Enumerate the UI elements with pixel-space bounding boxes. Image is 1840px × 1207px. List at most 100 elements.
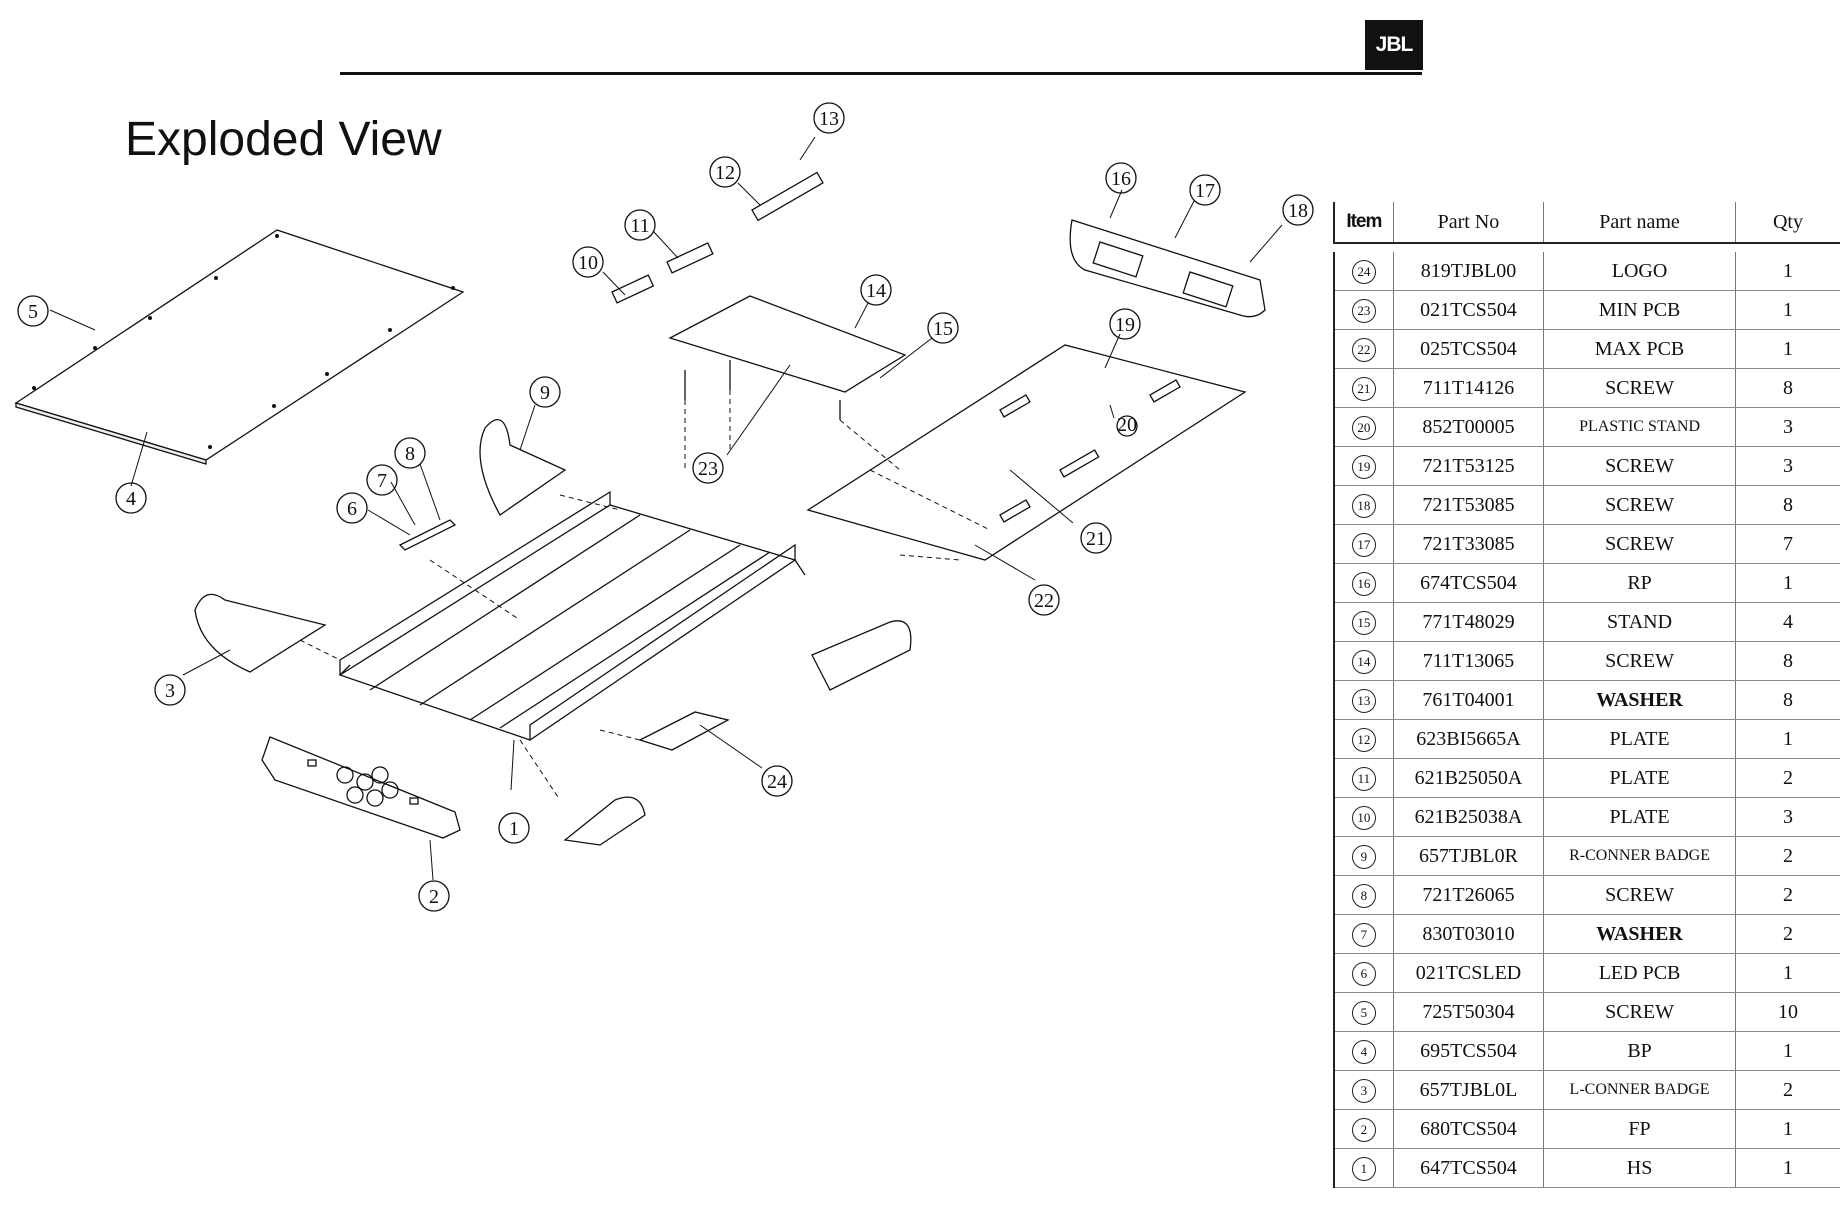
item-number: 9 (1351, 844, 1376, 869)
svg-text:23: 23 (698, 458, 718, 480)
item-number: 22 (1351, 337, 1376, 362)
part-no: 711T14126 (1392, 368, 1544, 408)
qty: 1 (1734, 953, 1840, 993)
callout-17: 17 (1189, 174, 1221, 206)
svg-text:9: 9 (540, 382, 550, 404)
item-number: 7 (1351, 922, 1376, 947)
part-name: MIN PCB (1543, 290, 1736, 330)
part-no: 621B25038A (1392, 797, 1544, 837)
callout-6: 6 (336, 492, 368, 524)
callout-leaders (49, 136, 1283, 881)
logo-plate-part (638, 711, 730, 751)
qty: 1 (1734, 1148, 1840, 1188)
qty: 8 (1734, 680, 1840, 720)
qty: 3 (1734, 797, 1840, 837)
qty: 8 (1734, 641, 1840, 681)
item-number: 12 (1351, 727, 1376, 752)
part-no: 830T03010 (1392, 914, 1544, 954)
svg-text:3: 3 (165, 680, 175, 702)
header-item: Item (1332, 202, 1394, 244)
callout-14: 14 (860, 274, 892, 306)
part-name: L-CONNER BADGE (1543, 1070, 1736, 1110)
item-number: 18 (1351, 493, 1376, 518)
part-no: 621B25050A (1392, 758, 1544, 798)
svg-text:1: 1 (509, 818, 519, 840)
assembly-guide-lines (299, 390, 991, 801)
table-header-row: Item Part No Part name Qty (1332, 202, 1840, 244)
svg-text:14: 14 (866, 280, 886, 302)
rear-panel-part (1069, 219, 1266, 318)
callout-9: 9 (529, 376, 561, 408)
part-no: 711T13065 (1392, 641, 1544, 681)
header-part-name: Part name (1543, 202, 1736, 244)
item-number: 24 (1351, 259, 1376, 284)
qty: 1 (1734, 563, 1840, 603)
item-number: 5 (1351, 1000, 1376, 1025)
qty: 1 (1734, 719, 1840, 759)
callout-3: 3 (154, 674, 186, 706)
part-no: 657TJBL0L (1392, 1070, 1544, 1110)
qty: 3 (1734, 446, 1840, 486)
part-no: 721T26065 (1392, 875, 1544, 915)
part-name: RP (1543, 563, 1736, 603)
part-name: SCREW (1543, 524, 1736, 564)
qty: 7 (1734, 524, 1840, 564)
part-name: WASHER (1543, 680, 1736, 720)
left-corner-badge-part (194, 418, 912, 846)
svg-text:18: 18 (1288, 200, 1308, 222)
part-no: 021TCSLED (1392, 953, 1544, 993)
part-name: PLATE (1543, 719, 1736, 759)
item-number: 14 (1351, 649, 1376, 674)
svg-text:10: 10 (578, 252, 598, 274)
svg-text:11: 11 (630, 215, 649, 237)
qty: 1 (1734, 1109, 1840, 1149)
heat-sink-part (338, 490, 806, 741)
part-no: 021TCS504 (1392, 290, 1544, 330)
front-plate-part (261, 736, 461, 839)
item-number: 8 (1351, 883, 1376, 908)
svg-text:24: 24 (767, 771, 787, 793)
svg-text:12: 12 (715, 162, 735, 184)
callout-18: 18 (1282, 194, 1314, 226)
part-no: 771T48029 (1392, 602, 1544, 642)
back-plate-part (14, 229, 465, 465)
callout-7: 7 (366, 464, 398, 496)
callout-22: 22 (1028, 584, 1060, 616)
part-name: R-CONNER BADGE (1543, 836, 1736, 876)
item-number: 13 (1351, 688, 1376, 713)
item-number: 10 (1351, 805, 1376, 830)
item-number: 16 (1351, 571, 1376, 596)
part-no: 819TJBL00 (1392, 252, 1544, 291)
qty: 1 (1734, 329, 1840, 369)
part-name: SCREW (1543, 875, 1736, 915)
qty: 1 (1734, 1031, 1840, 1071)
callout-24: 24 (761, 765, 793, 797)
item-number: 4 (1351, 1039, 1376, 1064)
part-no: 721T53125 (1392, 446, 1544, 486)
part-name: SCREW (1543, 641, 1736, 681)
item-number: 11 (1351, 766, 1376, 791)
led-pcb-part (398, 519, 457, 551)
part-name: MAX PCB (1543, 329, 1736, 369)
svg-text:5: 5 (28, 301, 38, 323)
header-rule (340, 72, 1422, 75)
svg-text:13: 13 (819, 108, 839, 130)
item-number: 6 (1351, 961, 1376, 986)
callout-16: 16 (1105, 162, 1137, 194)
qty: 2 (1734, 1070, 1840, 1110)
part-no: 725T50304 (1392, 992, 1544, 1032)
part-no: 761T04001 (1392, 680, 1544, 720)
part-name: SCREW (1543, 992, 1736, 1032)
svg-text:21: 21 (1086, 528, 1106, 550)
part-no: 680TCS504 (1392, 1109, 1544, 1149)
part-no: 695TCS504 (1392, 1031, 1544, 1071)
part-name: PLATE (1543, 758, 1736, 798)
min-pcb-part (668, 295, 907, 420)
